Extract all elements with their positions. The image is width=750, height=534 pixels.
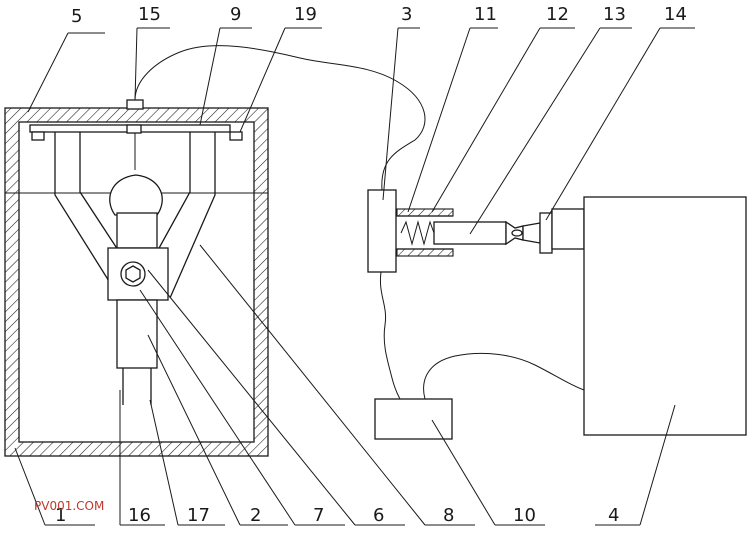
lamp-bulb	[109, 133, 163, 249]
label-16: 16	[128, 505, 151, 526]
mount-block-left	[31, 131, 45, 141]
label-15: 15	[138, 4, 161, 25]
label-4: 4	[608, 505, 619, 526]
controller-box-10	[374, 398, 453, 440]
hex-nut-icon	[125, 265, 141, 283]
main-unit-4	[583, 196, 747, 436]
label-9: 9	[230, 4, 241, 25]
label-6: 6	[373, 505, 384, 526]
label-13: 13	[603, 4, 626, 25]
label-10: 10	[513, 505, 536, 526]
label-7: 7	[313, 505, 324, 526]
label-5: 5	[71, 6, 82, 27]
label-1: 1	[55, 505, 66, 526]
label-19: 19	[294, 4, 317, 25]
top-mounts	[29, 124, 243, 141]
wire-sensor-to-controller	[134, 45, 426, 191]
mount-block-center	[126, 124, 142, 134]
wire-block3-to-box10	[379, 271, 401, 400]
label-14: 14	[664, 4, 687, 25]
label-17: 17	[187, 505, 210, 526]
controller-block-3	[367, 189, 397, 273]
probe-14	[522, 208, 585, 254]
connector-housing	[107, 247, 169, 301]
lower-body	[116, 299, 158, 405]
plunger-rod	[433, 220, 524, 246]
label-8: 8	[443, 505, 454, 526]
label-2: 2	[250, 505, 261, 526]
wire-box10-to-unit4	[423, 352, 585, 400]
label-12: 12	[546, 4, 569, 25]
spring-icon	[400, 220, 435, 246]
sensor-15	[126, 99, 144, 110]
mount-block-right-19	[229, 131, 243, 141]
leader-lines	[14, 27, 695, 526]
label-3: 3	[401, 4, 412, 25]
label-11: 11	[474, 4, 497, 25]
watermark: PV001.COM	[34, 499, 104, 513]
part-labels: 5 15 9 19 3 11 12 13 14 1 16 17 2 7 6 8 …	[55, 4, 687, 526]
spring-housing	[396, 208, 454, 257]
